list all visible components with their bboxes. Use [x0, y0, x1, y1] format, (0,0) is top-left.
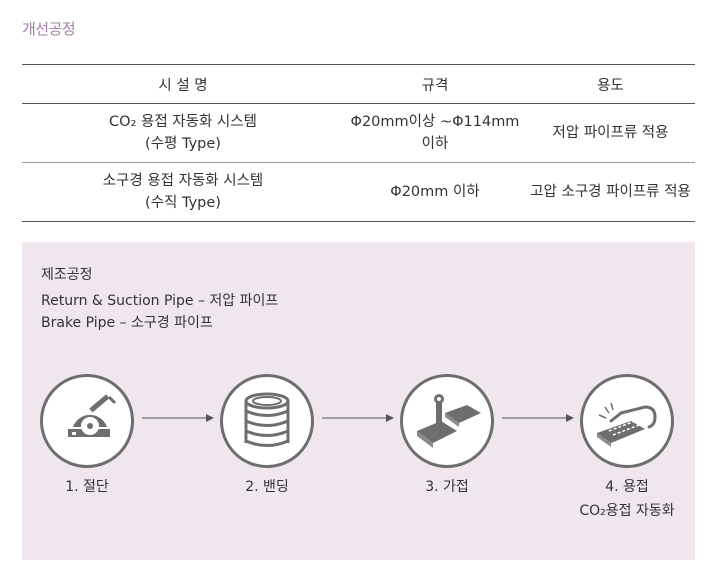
header-use: 용도 [526, 64, 695, 104]
section-title: 개선공정 [22, 20, 76, 38]
facility-name-line1: 소구경 용접 자동화 시스템 [102, 173, 264, 189]
step-2-label: 2. 밴딩 [245, 479, 289, 495]
step-1-cutting [40, 374, 134, 468]
cutting-saw-icon [68, 394, 117, 437]
cell-facility-name: 소구경 용접 자동화 시스템 (수직 Type) [22, 162, 344, 222]
process-line-brake: Brake Pipe – 소구경 파이프 [41, 315, 213, 331]
step-1-label: 1. 절단 [65, 479, 109, 495]
process-title: 제조공정 [41, 267, 93, 283]
facility-name-line1: CO₂ 용접 자동화 시스템 [109, 114, 257, 130]
step-4-label: 4. 용접 [605, 479, 649, 495]
header-spec: 규격 [344, 64, 526, 104]
facility-name-line2: (수평 Type) [145, 136, 221, 152]
step-2-bending [220, 374, 314, 468]
cell-facility-name: CO₂ 용접 자동화 시스템 (수평 Type) [22, 103, 344, 163]
process-line-low-pressure: Return & Suction Pipe – 저압 파이프 [41, 293, 279, 309]
step-4-welding [580, 374, 674, 468]
cell-use: 저압 파이프류 적용 [526, 103, 695, 163]
step-3-label: 3. 가접 [425, 479, 469, 495]
table-row: CO₂ 용접 자동화 시스템 (수평 Type) Φ20mm이상 ~Φ114mm… [22, 103, 695, 163]
arrow-right-icon [502, 414, 574, 422]
arrow-right-icon [142, 414, 214, 422]
table-header-row: 시 설 명 규격 용도 [22, 64, 695, 104]
manufacturing-process-panel: 제조공정 Return & Suction Pipe – 저압 파이프 Brak… [22, 242, 695, 560]
step-3-tack-weld [400, 374, 494, 468]
cell-spec: Φ20mm이상 ~Φ114mm이하 [344, 103, 526, 163]
welding-torch-icon [597, 402, 657, 447]
coiled-pipe-icon [244, 392, 290, 447]
step-4-sublabel: CO₂용접 자동화 [579, 503, 675, 519]
facility-name-line2: (수직 Type) [145, 195, 221, 211]
cell-use: 고압 소구경 파이프류 적용 [526, 162, 695, 222]
arrow-right-icon [322, 414, 394, 422]
facility-spec-table: 시 설 명 규격 용도 CO₂ 용접 자동화 시스템 (수평 Type) Φ20… [22, 64, 695, 222]
header-facility: 시 설 명 [22, 64, 344, 104]
cell-spec: Φ20mm 이하 [344, 162, 526, 222]
table-row: 소구경 용접 자동화 시스템 (수직 Type) Φ20mm 이하 고압 소구경… [22, 162, 695, 222]
tack-weld-icon [417, 394, 481, 448]
